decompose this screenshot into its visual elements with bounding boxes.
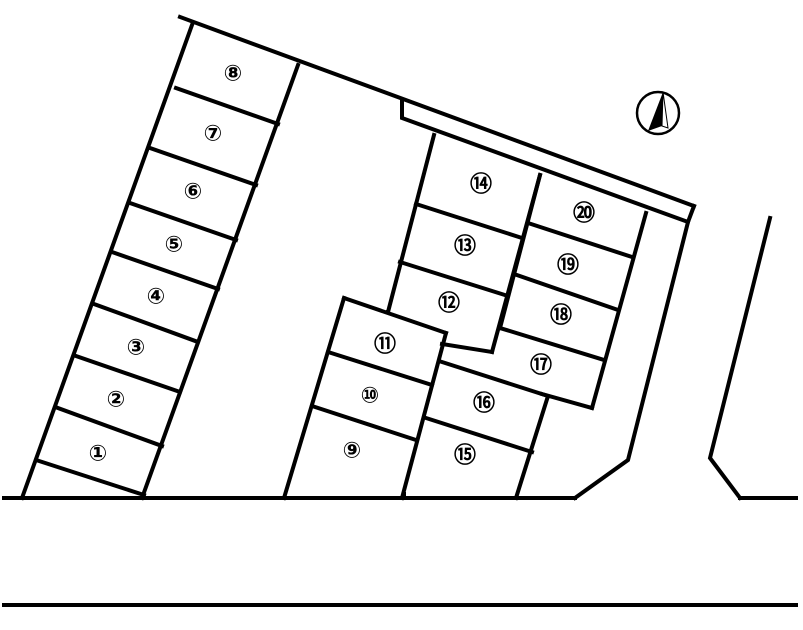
lot-20-label[interactable]: ⑳ <box>573 201 595 227</box>
lot-1-label[interactable]: ① <box>89 442 108 467</box>
lot-8-label[interactable]: ⑧ <box>224 62 243 87</box>
lot-5-label[interactable]: ⑤ <box>165 233 184 258</box>
block-south-east <box>402 359 551 501</box>
block-north-strip <box>400 99 697 225</box>
lot-9-label[interactable]: ⑨ <box>343 439 362 464</box>
lot-18-label[interactable]: ⑱ <box>550 303 572 329</box>
lot-17-label[interactable]: ⑰ <box>530 353 552 379</box>
site-boundary-north <box>177 14 697 209</box>
site-boundary-east <box>572 219 691 501</box>
lot-19-label[interactable]: ⑲ <box>557 253 579 279</box>
lot-13-label[interactable]: ⑬ <box>454 234 476 260</box>
north-arrow-icon <box>635 90 681 136</box>
lot-11-label[interactable]: ⑪ <box>374 332 396 358</box>
lot-2-label[interactable]: ② <box>107 388 126 413</box>
lot-4-label[interactable]: ④ <box>147 285 166 310</box>
lot-16-label[interactable]: ⑯ <box>473 391 495 417</box>
block-west <box>19 22 301 501</box>
lot-10-label[interactable]: ⑩ <box>361 384 380 409</box>
lot-12-label[interactable]: ⑫ <box>438 291 460 317</box>
lot-3-label[interactable]: ③ <box>127 336 146 361</box>
lot-14-label[interactable]: ⑭ <box>470 172 492 198</box>
lot-7-label[interactable]: ⑦ <box>204 122 223 147</box>
lot-15-label[interactable]: ⑮ <box>454 443 476 469</box>
lot-6-label[interactable]: ⑥ <box>184 180 203 205</box>
block-south-west <box>281 295 495 501</box>
block-east <box>497 172 649 411</box>
lot-labels: ① ② ③ ④ ⑤ ⑥ ⑦ ⑧ ⑨ ⑩ ⑪ ⑫ ⑬ ⑭ ⑮ ⑯ ⑰ ⑱ ⑲ ⑳ <box>89 62 595 469</box>
adjacent-lot-boundary <box>707 215 773 501</box>
